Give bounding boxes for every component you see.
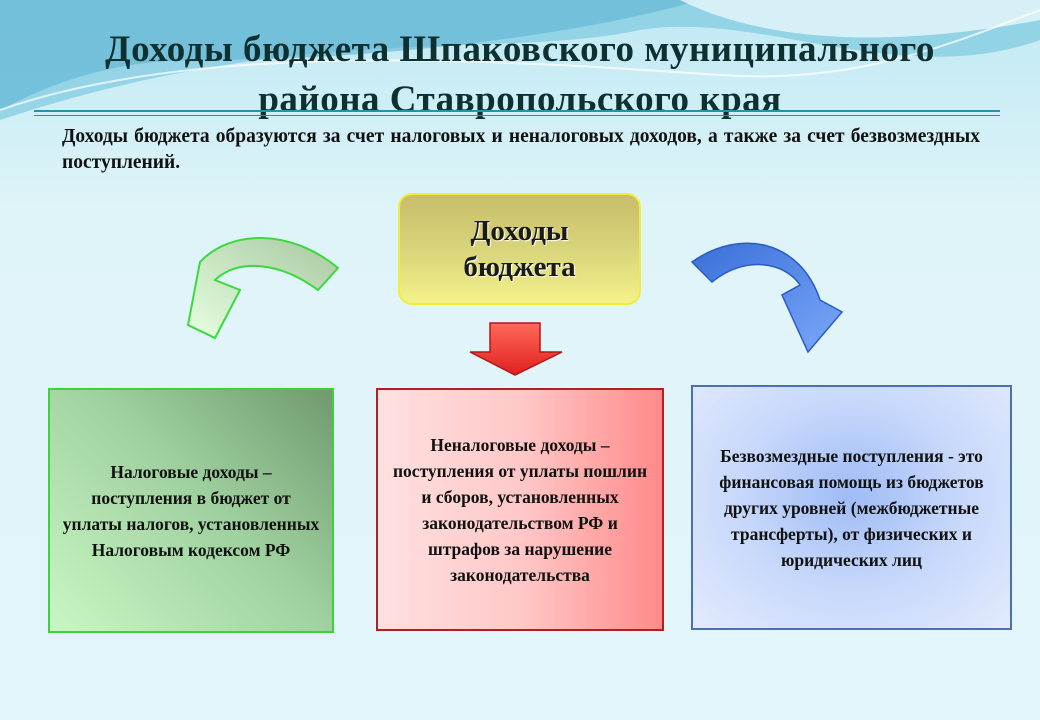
curved-arrow-right-icon (690, 242, 844, 354)
non-tax-revenue-box: Неналоговые доходы – поступления от упла… (376, 388, 664, 631)
gratuitous-receipts-text: Безвозмездные поступления - это финансов… (719, 445, 984, 570)
center-node-budget-revenue: Доходы бюджета (398, 193, 641, 305)
curved-arrow-left-icon (186, 237, 340, 340)
page-title-line2: района Ставропольского края (258, 79, 782, 120)
tax-revenue-text: Налоговые доходы – поступления в бюджет … (62, 461, 320, 560)
page-title-line1: Доходы бюджета Шпаковского муниципальног… (105, 29, 935, 70)
center-label-line2: бюджета (463, 251, 576, 283)
tax-revenue-box: Налоговые доходы – поступления в бюджет … (48, 388, 334, 633)
title-divider (34, 110, 1000, 112)
intro-text: Доходы бюджета образуются за счет налого… (62, 126, 980, 173)
down-arrow-icon (469, 322, 563, 376)
gratuitous-receipts-box: Безвозмездные поступления - это финансов… (691, 385, 1012, 630)
center-label-line1: Доходы (470, 215, 569, 247)
title-divider-thin (34, 115, 1000, 116)
non-tax-revenue-text: Неналоговые доходы – поступления от упла… (392, 434, 648, 585)
